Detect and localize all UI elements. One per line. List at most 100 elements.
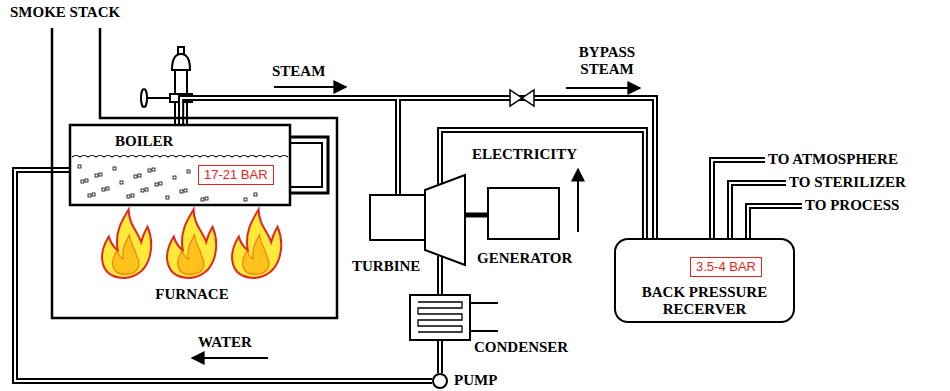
bubble	[205, 197, 208, 200]
bubble	[102, 188, 105, 191]
valve-knob	[178, 47, 184, 54]
flow-label: STEAM	[272, 63, 325, 80]
bubble	[148, 169, 151, 172]
electricity-arrow	[577, 169, 579, 232]
condenser-nozzle	[470, 303, 498, 331]
bubble	[166, 196, 169, 199]
flame	[167, 210, 216, 278]
bubble	[187, 170, 190, 173]
flame-inner	[178, 235, 204, 275]
pipe-wall	[730, 183, 786, 238]
bubble	[95, 174, 98, 177]
bubble	[184, 189, 187, 192]
turbine: TURBINE	[370, 170, 465, 270]
flame-outer	[102, 210, 151, 278]
boiler-shell	[70, 125, 290, 205]
bubble	[88, 194, 91, 197]
flame-outer	[232, 210, 281, 278]
part-label: TO STERILIZER	[789, 174, 906, 191]
pipe-wall	[748, 206, 802, 238]
flame	[102, 210, 151, 278]
furnace-housing: FURNACE BOILER 17-21 BAR	[52, 118, 337, 318]
pipe-wall	[712, 160, 765, 238]
part-label: ELECTRICITY	[472, 146, 577, 163]
node-label: GENERATOR	[477, 250, 572, 267]
furnace-wall	[52, 28, 337, 318]
bubble	[138, 174, 141, 177]
pipe-connector	[465, 213, 487, 218]
node-label: BACK PRESSURE RECERVER	[620, 284, 789, 318]
bubble	[180, 190, 183, 193]
bubble	[141, 189, 144, 192]
part-label: SMOKE STACK	[10, 4, 120, 21]
turbine-casing	[425, 175, 465, 265]
bubble	[201, 198, 204, 201]
pump: PUMP	[432, 373, 448, 389]
boiler-drum: BOILER 17-21 BAR	[70, 125, 290, 205]
bubble	[113, 167, 116, 170]
pipe-connector	[437, 340, 443, 373]
node-label: PUMP	[454, 372, 497, 389]
bubble	[254, 193, 257, 196]
valve-half	[522, 90, 534, 106]
part-label: TO ATMOSPHERE	[768, 151, 898, 168]
turbine-inlet	[370, 195, 425, 240]
pipe-core	[748, 206, 803, 240]
flow-label: WATER	[198, 334, 252, 351]
bubble	[244, 198, 247, 201]
bubble	[81, 180, 84, 183]
bubble	[134, 175, 137, 178]
valve-half	[510, 90, 522, 106]
pipe-core	[730, 183, 787, 240]
steam-arrow	[274, 86, 346, 88]
bubble	[120, 181, 123, 184]
node-label: BOILER	[115, 133, 173, 150]
pipe-core	[712, 160, 766, 240]
bubble	[85, 179, 88, 182]
bubble	[92, 193, 95, 196]
bubble	[152, 168, 155, 171]
boiler-valve-stack	[141, 47, 192, 126]
handwheel-stem	[146, 97, 170, 99]
condenser: CONDENSER	[410, 295, 470, 340]
part-label: TO PROCESS	[805, 197, 899, 214]
condenser-outline	[410, 295, 470, 340]
node-label: FURNACE	[92, 286, 292, 303]
flame-inner	[113, 235, 139, 275]
back-pressure-receiver: BACK PRESSURE RECERVER 3.5-4 BAR	[614, 238, 795, 323]
pipe-connector	[437, 256, 443, 295]
handwheel	[141, 89, 147, 107]
water-arrow	[192, 357, 268, 359]
bubble	[155, 183, 158, 186]
flame-outer	[167, 210, 216, 278]
bypass-arrow	[566, 87, 640, 89]
bubble	[173, 176, 176, 179]
outlet-pipes	[712, 160, 803, 240]
turbine-outline	[370, 170, 465, 270]
boiler-door	[290, 143, 322, 187]
flow-label: BYPASS STEAM	[562, 44, 652, 78]
pipe-core	[439, 256, 441, 295]
bubble	[145, 188, 148, 191]
boiler-door	[290, 137, 328, 193]
pipe-core	[439, 340, 441, 373]
pressure-value: 17-21 BAR	[204, 167, 268, 183]
bubble	[159, 182, 162, 185]
bubble	[99, 173, 102, 176]
pressure-box: 3.5-4 BAR	[690, 257, 762, 277]
condenser-coil	[418, 302, 462, 332]
flames	[102, 210, 281, 278]
node-label: CONDENSER	[474, 339, 568, 356]
bubble	[78, 165, 81, 168]
flame	[232, 210, 281, 278]
safety-valve-bell	[172, 54, 190, 70]
generator-box: GENERATOR	[487, 187, 560, 240]
bubble	[131, 194, 134, 197]
pressure-box: 17-21 BAR	[198, 165, 274, 185]
condenser-shell	[410, 295, 470, 340]
node-label: TURBINE	[352, 258, 420, 275]
bypass-valve	[510, 90, 534, 106]
